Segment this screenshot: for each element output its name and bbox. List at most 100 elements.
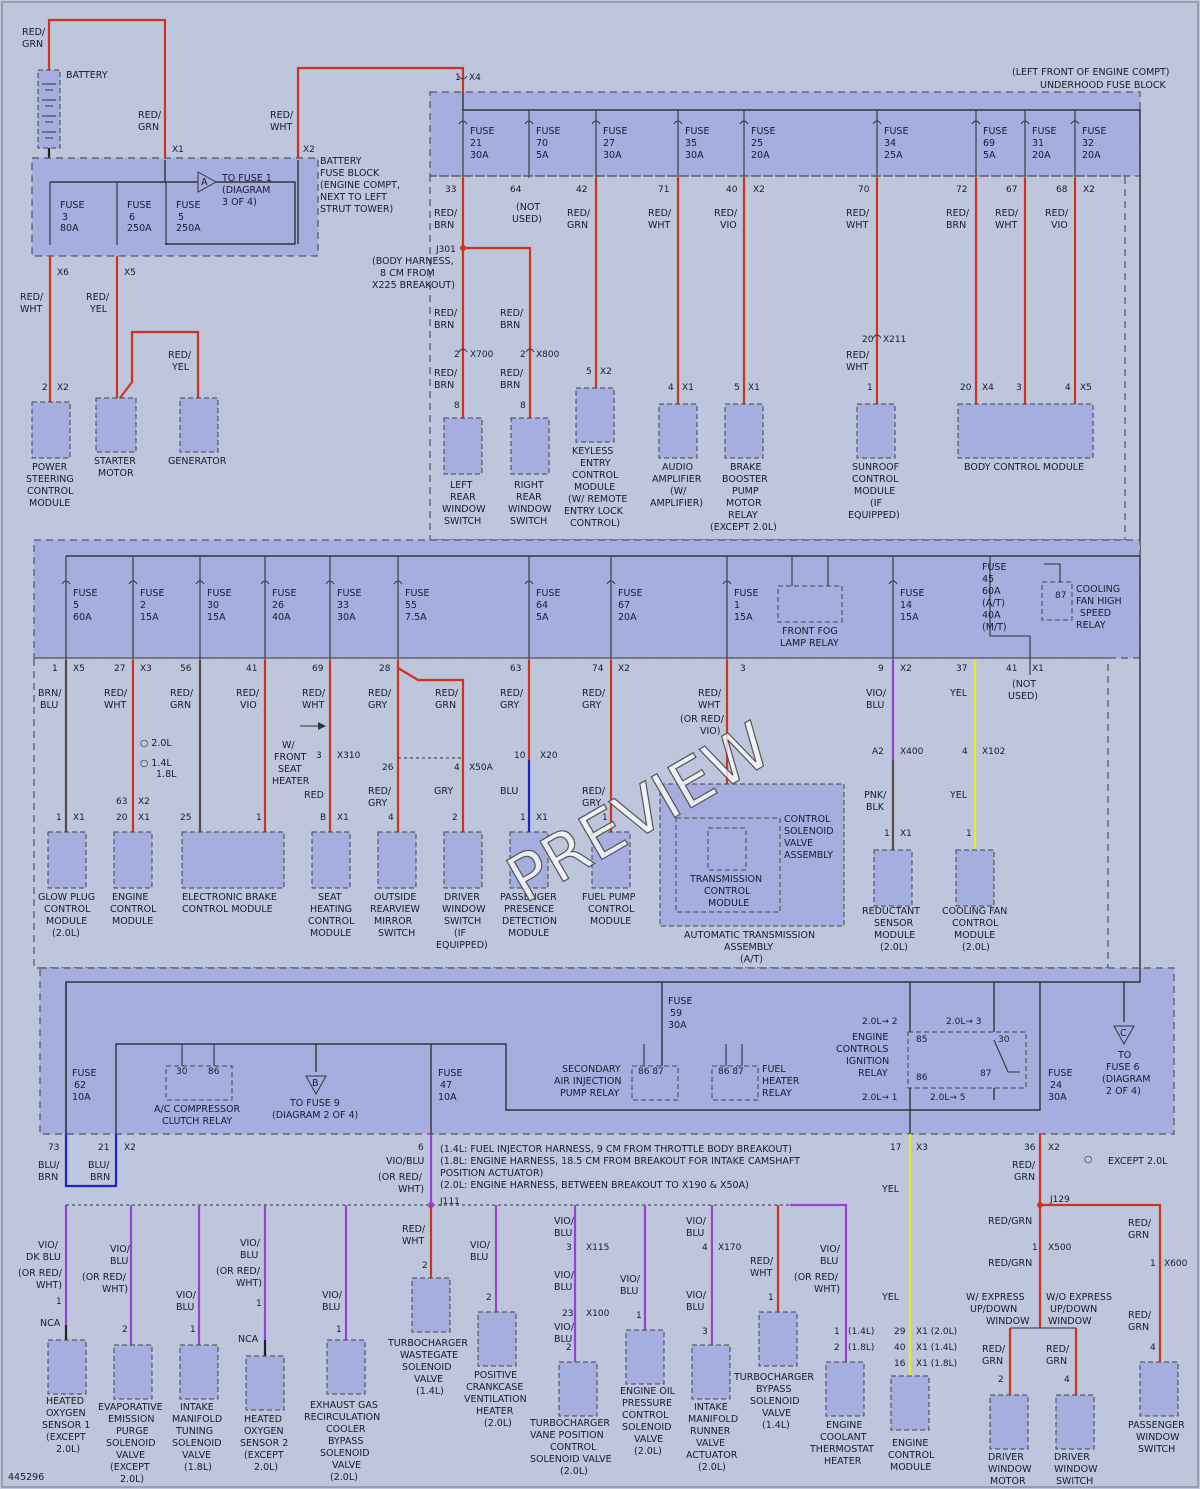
pin: 86	[916, 1073, 928, 1083]
svg-text:(2.0L): (2.0L)	[484, 1418, 512, 1429]
svg-text:BLU: BLU	[686, 1302, 704, 1313]
svg-text:RED/: RED/	[1045, 208, 1069, 219]
engine-controls-ignition-relay	[907, 1031, 1027, 1089]
svg-text:VIO: VIO	[240, 700, 257, 711]
svg-text:VALVE: VALVE	[784, 838, 813, 849]
svg-text:64: 64	[510, 185, 522, 195]
svg-text:2.0L): 2.0L)	[120, 1474, 144, 1485]
svg-text:○ 1.4L: ○ 1.4L	[140, 758, 172, 769]
svg-text:BLU/: BLU/	[38, 1160, 60, 1171]
svg-text:HEATER: HEATER	[272, 776, 310, 787]
svg-text:30A: 30A	[668, 1020, 687, 1031]
svg-text:WHT: WHT	[648, 220, 671, 231]
relay-label: A/C COMPRESSOR	[154, 1104, 241, 1115]
svg-text:(IF: (IF	[454, 928, 466, 939]
svg-text:VIO/: VIO/	[866, 688, 887, 699]
svg-text:TUNING: TUNING	[175, 1426, 213, 1437]
svg-text:2.0L): 2.0L)	[254, 1462, 278, 1473]
svg-text:MODULE: MODULE	[854, 486, 895, 497]
mid-row-fuses: FUSE560AFUSE215AFUSE3015AFUSE2640AFUSE33…	[61, 556, 924, 660]
svg-text:WHT: WHT	[698, 700, 721, 711]
svg-text:40A: 40A	[982, 610, 1001, 621]
svg-text:(W/: (W/	[670, 486, 687, 497]
wire-label: RED/	[270, 110, 294, 121]
svg-text:BLU: BLU	[554, 1334, 572, 1345]
svg-text:20A: 20A	[1082, 150, 1101, 161]
svg-text:REDUCTANT: REDUCTANT	[862, 906, 920, 917]
svg-text:6: 6	[418, 1143, 424, 1153]
pin: 85	[916, 1035, 927, 1045]
svg-text:VALVE: VALVE	[696, 1438, 725, 1449]
svg-text:45: 45	[982, 574, 994, 585]
svg-text:21: 21	[470, 138, 482, 149]
svg-text:VIO/: VIO/	[820, 1244, 841, 1255]
svg-text:(1.4L): (1.4L)	[416, 1386, 444, 1397]
svg-text:COOLING: COOLING	[1076, 584, 1120, 595]
svg-text:WINDOW: WINDOW	[442, 904, 486, 915]
fuse-num: 5	[178, 212, 184, 223]
svg-text:○: ○	[1084, 1154, 1092, 1165]
svg-text:15A: 15A	[900, 612, 919, 623]
svg-text:REARVIEW: REARVIEW	[370, 904, 420, 915]
svg-text:RED/: RED/	[982, 1344, 1006, 1355]
svg-text:70: 70	[536, 138, 548, 149]
svg-text:MODULE: MODULE	[574, 482, 615, 493]
svg-text:RIGHT: RIGHT	[514, 480, 544, 491]
svg-text:ELECTRONIC BRAKE: ELECTRONIC BRAKE	[182, 892, 277, 903]
svg-text:ASSEMBLY: ASSEMBLY	[724, 942, 773, 953]
svg-text:SOLENOID: SOLENOID	[106, 1438, 156, 1449]
svg-text:FUSE: FUSE	[1032, 126, 1056, 137]
svg-text:YEL: YEL	[949, 688, 968, 699]
svg-text:USED): USED)	[1008, 691, 1038, 702]
svg-text:FUSE: FUSE	[470, 126, 494, 137]
svg-text:RED/: RED/	[714, 208, 738, 219]
svg-text:FUSE: FUSE	[734, 588, 758, 599]
svg-text:AUDIO: AUDIO	[662, 462, 693, 473]
svg-text:X2: X2	[618, 664, 630, 674]
svg-text:RED/: RED/	[1046, 1344, 1070, 1355]
svg-text:60A: 60A	[73, 612, 92, 623]
svg-text:VALVE: VALVE	[182, 1450, 211, 1461]
svg-text:2.0L→ 2: 2.0L→ 2	[862, 1017, 897, 1027]
svg-text:RELAY: RELAY	[858, 1068, 888, 1079]
svg-text:4: 4	[1065, 383, 1071, 393]
svg-text:X5: X5	[1080, 383, 1092, 393]
svg-text:RED/: RED/	[1128, 1310, 1152, 1321]
pin: 87	[980, 1069, 991, 1079]
location-note: (LEFT FRONT OF ENGINE COMPT)	[1012, 67, 1170, 78]
svg-text:POSITIVE: POSITIVE	[474, 1370, 517, 1381]
svg-text:WHT: WHT	[302, 700, 325, 711]
svg-text:WASTEGATE: WASTEGATE	[400, 1350, 458, 1361]
svg-text:(2.0L: ENGINE HARNESS, BETWEEN: (2.0L: ENGINE HARNESS, BETWEEN BREAKOUT …	[440, 1180, 749, 1191]
svg-text:RED/: RED/	[434, 208, 458, 219]
svg-text:20A: 20A	[751, 150, 770, 161]
pin: 30	[998, 1035, 1010, 1045]
svg-text:2: 2	[486, 1293, 492, 1303]
connector: X2	[303, 145, 315, 155]
connector: X5	[124, 268, 136, 278]
svg-text:REAR: REAR	[516, 492, 542, 503]
svg-text:B: B	[320, 813, 326, 823]
fuse-label: FUSE	[60, 200, 84, 211]
fuse-num: 3	[62, 212, 68, 223]
svg-text:BRN: BRN	[434, 220, 454, 231]
svg-text:BRN: BRN	[434, 320, 454, 331]
svg-text:WHT): WHT)	[398, 1184, 424, 1195]
svg-text:FUEL PUMP: FUEL PUMP	[582, 892, 636, 903]
svg-text:FUSE: FUSE	[685, 126, 709, 137]
keyless-entry-module	[575, 387, 615, 443]
fuse-num: 6	[129, 212, 135, 223]
svg-text:24: 24	[1050, 1080, 1062, 1091]
coolant-thermostat-heater	[825, 1361, 865, 1417]
svg-text:1: 1	[56, 1297, 62, 1307]
svg-text:GRY: GRY	[582, 798, 601, 809]
svg-text:X102: X102	[982, 747, 1005, 757]
svg-text:BRN: BRN	[38, 1172, 58, 1183]
svg-text:30A: 30A	[685, 150, 704, 161]
